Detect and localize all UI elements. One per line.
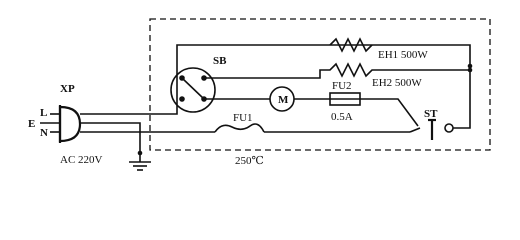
heater2-label: EH2 500W	[372, 77, 422, 89]
selector-label: SB	[213, 55, 227, 67]
heater-eh2	[204, 62, 470, 79]
earth-label: E	[28, 118, 35, 130]
circuit-diagram: XP L E N AC 220V SB EH1 500W EH2 500W M …	[28, 18, 491, 171]
wire-st-return	[453, 70, 471, 129]
fuse2-rating: 0.5A	[331, 111, 353, 123]
fuse-fu1	[214, 123, 265, 133]
plug-body	[58, 105, 82, 143]
heater-eh1	[329, 37, 373, 53]
wire-live	[80, 44, 471, 115]
motor-label: M	[278, 94, 289, 106]
fuse1-rating: 250℃	[235, 155, 264, 167]
thermostat-st	[409, 118, 454, 140]
ground-symbol	[129, 150, 151, 171]
wire-earth	[80, 122, 141, 153]
appliance-enclosure	[149, 18, 491, 151]
supply-label: AC 220V	[60, 154, 103, 166]
fuse-fu2	[329, 92, 361, 106]
wire-fu2-st	[360, 98, 419, 127]
live-label: L	[40, 107, 47, 119]
schematic: XP L E N AC 220V SB EH1 500W EH2 500W M …	[28, 18, 491, 171]
neutral-label: N	[40, 127, 48, 139]
thermostat-label: ST	[424, 108, 438, 120]
plug-xp	[40, 105, 82, 143]
plug-label: XP	[60, 83, 75, 95]
selector-switch-sb	[170, 67, 216, 113]
fuse1-label: FU1	[233, 112, 253, 124]
heater1-label: EH1 500W	[378, 49, 428, 61]
fuse2-label: FU2	[332, 80, 352, 92]
